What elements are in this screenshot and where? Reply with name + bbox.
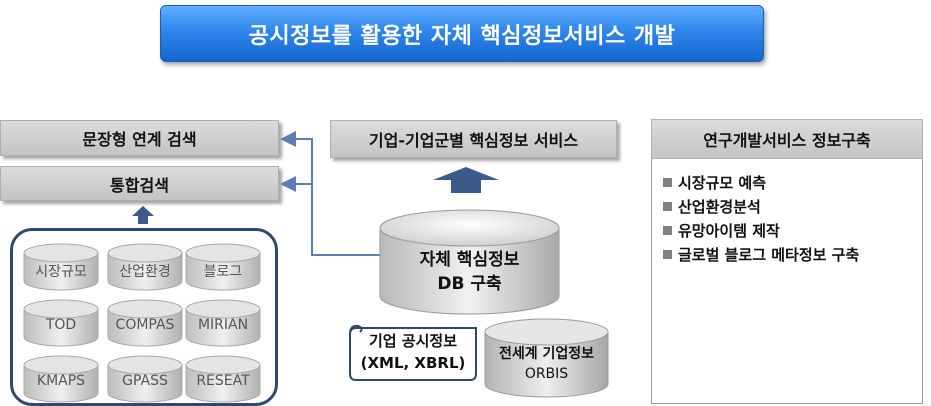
database-label: MIRIAN [197, 317, 249, 333]
global-db-cylinder: 전세계 기업정보 ORBIS [483, 318, 610, 400]
center-header-label: 기업-기업군별 핵심정보 서비스 [368, 131, 579, 150]
database-cylinder: 산업환경 [107, 243, 183, 291]
bullet-icon [663, 201, 672, 211]
rd-item-label: 유망아이템 제작 [678, 221, 780, 240]
rd-list: 시장규모 예측 산업환경분석 유망아이템 제작 글로벌 블로그 메타정보 구축 [663, 170, 859, 266]
integrated-search-bar: 통합검색 [0, 166, 279, 201]
database-label: GPASS [122, 373, 168, 389]
core-db-line2: DB 구축 [437, 274, 502, 294]
database-label: COMPAS [115, 317, 175, 333]
database-cylinder: RESEAT [185, 355, 261, 403]
rd-panel [651, 119, 923, 404]
rd-item-label: 산업환경분석 [678, 197, 761, 216]
global-line1: 전세계 기업정보 [498, 346, 595, 362]
disclosure-line1: 기업 공시정보 [368, 332, 458, 350]
database-cylinder: KMAPS [23, 355, 99, 403]
bullet-icon [663, 225, 672, 235]
bullet-icon [663, 249, 672, 259]
sentence-search-bar: 문장형 연계 검색 [0, 120, 279, 156]
center-header: 기업-기업군별 핵심정보 서비스 [330, 120, 617, 158]
disclosure-line2: (XML, XBRL) [360, 354, 466, 372]
title-text: 공시정보를 활용한 자체 핵심정보서비스 개발 [248, 23, 676, 49]
database-cylinder: TOD [23, 299, 99, 347]
database-cylinder: MIRIAN [185, 299, 261, 347]
global-line2: ORBIS [524, 366, 569, 382]
database-label: 산업환경 [119, 264, 171, 280]
database-label: RESEAT [196, 373, 250, 389]
rd-item: 시장규모 예측 [663, 170, 859, 194]
database-group: 시장규모 산업환경 블로그 TOD COMPAS MIRIAN KMAPS GPASS RESE… [10, 228, 278, 406]
database-label: 시장규모 [35, 264, 87, 280]
connector-lines [280, 131, 380, 256]
rd-header-label: 연구개발서비스 정보구축 [703, 131, 871, 150]
database-cylinder: GPASS [107, 355, 183, 403]
sentence-search-label: 문장형 연계 검색 [82, 130, 197, 149]
bullet-icon [663, 177, 672, 187]
rd-item: 유망아이템 제작 [663, 218, 859, 242]
up-arrow-icon [132, 206, 154, 224]
integrated-search-label: 통합검색 [110, 175, 169, 195]
rd-item: 글로벌 블로그 메타정보 구축 [663, 242, 859, 266]
rd-item-label: 시장규모 예측 [678, 173, 767, 192]
database-cylinder: 시장규모 [23, 243, 99, 291]
rd-item-label: 글로벌 블로그 메타정보 구축 [678, 245, 860, 264]
rd-header: 연구개발서비스 정보구축 [651, 119, 923, 159]
core-db-line1: 자체 핵심정보 [419, 250, 520, 270]
database-label: TOD [45, 317, 77, 333]
database-label: 블로그 [203, 264, 243, 280]
disclosure-scroll: 기업 공시정보 (XML, XBRL) [348, 322, 478, 382]
database-cylinder: COMPAS [107, 299, 183, 347]
title-banner: 공시정보를 활용한 자체 핵심정보서비스 개발 [160, 5, 764, 62]
database-label: KMAPS [36, 373, 86, 389]
core-db-cylinder: 자체 핵심정보 DB 구축 [378, 208, 561, 318]
center-up-arrow-icon [433, 167, 499, 193]
database-cylinder: 블로그 [185, 243, 261, 291]
rd-item: 산업환경분석 [663, 194, 859, 218]
